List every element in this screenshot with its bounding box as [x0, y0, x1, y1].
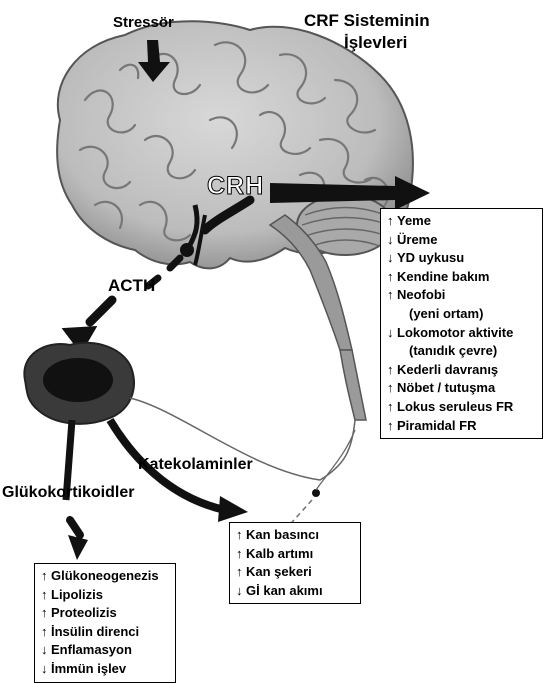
spinal-cord	[340, 350, 366, 420]
list-item-label: Lokus seruleus FR	[397, 398, 513, 417]
list-item: ↑Proteolizis	[41, 604, 169, 623]
list-item-label: İnsülin direnci	[51, 623, 139, 642]
list-item-label: Gİ kan akımı	[246, 582, 323, 601]
glucocorticoids-label: Glükokortikoidler	[2, 484, 134, 502]
cardiovascular-effects-box: ↑Kan basıncı↑Kalb artımı↑Kan şekeri↓Gİ k…	[229, 522, 361, 604]
up-arrow-icon: ↑	[41, 586, 51, 605]
list-item: ↓Enflamasyon	[41, 641, 169, 660]
list-item-label: Yeme	[397, 212, 431, 231]
list-item: (yeni ortam)	[387, 305, 536, 324]
list-item: ↑Piramidal FR	[387, 417, 536, 436]
list-item: ↓Üreme	[387, 231, 536, 250]
list-item: ↑Lokus seruleus FR	[387, 398, 536, 417]
up-arrow-icon: ↑	[236, 545, 246, 564]
adrenal-gland	[24, 343, 134, 424]
list-item: ↑İnsülin direnci	[41, 623, 169, 642]
list-item-label: Üreme	[397, 231, 437, 250]
list-item-label: YD uykusu	[397, 249, 464, 268]
list-item-label: Kederli davranış	[397, 361, 498, 380]
up-arrow-icon: ↑	[41, 623, 51, 642]
title-line-2: İşlevleri	[304, 32, 430, 54]
list-item-label: (yeni ortam)	[397, 305, 483, 324]
list-item: ↓YD uykusu	[387, 249, 536, 268]
down-arrow-icon: ↓	[387, 324, 397, 343]
list-item: ↓İmmün işlev	[41, 660, 169, 679]
list-item: ↑Kendine bakım	[387, 268, 536, 287]
list-item-label: Kendine bakım	[397, 268, 489, 287]
list-item-label: Kan şekeri	[246, 563, 312, 582]
list-item-label: Lokomotor aktivite	[397, 324, 513, 343]
list-item-label: Kalb artımı	[246, 545, 313, 564]
page-title: CRF Sisteminin İşlevleri	[304, 10, 430, 54]
list-item: ↑Kan şekeri	[236, 563, 354, 582]
ganglion	[312, 489, 320, 497]
list-item-label: Piramidal FR	[397, 417, 476, 436]
crf-functions-box: ↑Yeme↓Üreme↓YD uykusu↑Kendine bakım↑Neof…	[380, 208, 543, 439]
list-item: ↑Kederli davranış	[387, 361, 536, 380]
pituitary-gland	[180, 243, 194, 257]
sympathetic-nerve-2	[316, 430, 355, 490]
crh-label: CRH	[207, 172, 264, 201]
up-arrow-icon: ↑	[387, 286, 397, 305]
list-item: ↑Yeme	[387, 212, 536, 231]
list-item: ↑Kalb artımı	[236, 545, 354, 564]
list-item-label: Neofobi	[397, 286, 445, 305]
up-arrow-icon: ↑	[41, 604, 51, 623]
list-item: ↑Lipolizis	[41, 586, 169, 605]
list-item-label: Enflamasyon	[51, 641, 132, 660]
up-arrow-icon: ↑	[387, 361, 397, 380]
stressor-label: Stressör	[113, 14, 174, 31]
list-item: ↓Gİ kan akımı	[236, 582, 354, 601]
title-line-1: CRF Sisteminin	[304, 10, 430, 32]
up-arrow-icon: ↑	[236, 563, 246, 582]
down-arrow-icon: ↓	[236, 582, 246, 601]
glucocorticoid-effects-box: ↑Glükoneogenezis↑Lipolizis↑Proteolizis↑İ…	[34, 563, 176, 683]
up-arrow-icon: ↑	[387, 379, 397, 398]
up-arrow-icon: ↑	[387, 212, 397, 231]
down-arrow-icon: ↓	[387, 231, 397, 250]
down-arrow-icon: ↓	[41, 660, 51, 679]
indent-spacer	[387, 305, 397, 324]
list-item-label: (tanıdık çevre)	[397, 342, 497, 361]
list-item: ↑Kan basıncı	[236, 526, 354, 545]
catecholamines-label: Katekolaminler	[138, 456, 253, 474]
acth-arrow	[62, 258, 180, 356]
up-arrow-icon: ↑	[236, 526, 246, 545]
list-item: ↑Glükoneogenezis	[41, 567, 169, 586]
list-item-label: Lipolizis	[51, 586, 103, 605]
list-item: ↑Neofobi	[387, 286, 536, 305]
up-arrow-icon: ↑	[387, 268, 397, 287]
list-item-label: İmmün işlev	[51, 660, 126, 679]
list-item-label: Nöbet / tutuşma	[397, 379, 495, 398]
list-item-label: Glükoneogenezis	[51, 567, 159, 586]
up-arrow-icon: ↑	[387, 417, 397, 436]
up-arrow-icon: ↑	[387, 398, 397, 417]
acth-label: ACTH	[108, 276, 155, 296]
up-arrow-icon: ↑	[41, 567, 51, 586]
list-item: ↑Nöbet / tutuşma	[387, 379, 536, 398]
down-arrow-icon: ↓	[387, 249, 397, 268]
list-item-label: Proteolizis	[51, 604, 117, 623]
list-item: (tanıdık çevre)	[387, 342, 536, 361]
indent-spacer	[387, 342, 397, 361]
down-arrow-icon: ↓	[41, 641, 51, 660]
list-item: ↓Lokomotor aktivite	[387, 324, 536, 343]
list-item-label: Kan basıncı	[246, 526, 319, 545]
